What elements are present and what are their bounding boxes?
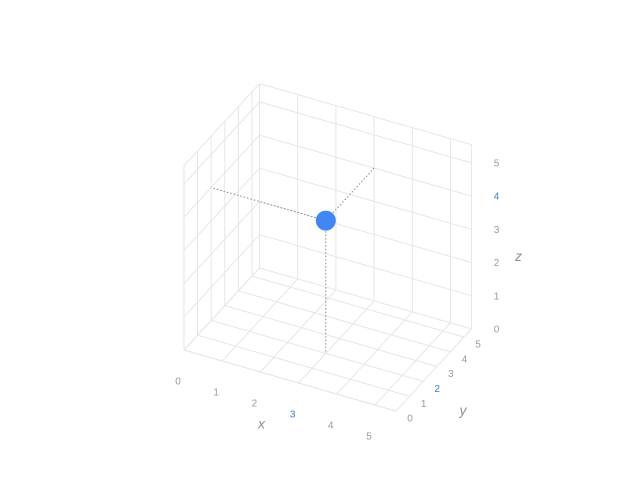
z-tick-label: 4 bbox=[494, 192, 500, 203]
grid-line bbox=[336, 311, 413, 395]
z-tick-label: 2 bbox=[494, 258, 500, 269]
z-tick-label: 0 bbox=[494, 325, 500, 336]
box-edge bbox=[259, 83, 472, 146]
x-tick-label: 2 bbox=[252, 399, 258, 410]
grid-line bbox=[374, 322, 451, 406]
x-axis-title: x bbox=[257, 416, 266, 432]
grid-layer bbox=[183, 83, 472, 412]
grid-line bbox=[183, 167, 260, 251]
points-layer bbox=[315, 210, 336, 231]
grid-line bbox=[259, 101, 472, 164]
z-axis-title: z bbox=[514, 248, 522, 264]
data-point[interactable] bbox=[315, 210, 336, 231]
grid-line bbox=[183, 267, 260, 351]
box-edge bbox=[395, 328, 472, 412]
x-tick-label: 5 bbox=[366, 432, 372, 443]
y-tick-label: 1 bbox=[421, 399, 427, 410]
grid-line bbox=[224, 305, 437, 368]
box-edge bbox=[183, 83, 260, 167]
grid-line bbox=[183, 134, 260, 218]
projection-lines bbox=[211, 167, 375, 354]
grid-line bbox=[259, 167, 472, 230]
grid-line bbox=[259, 234, 472, 297]
grid-line bbox=[260, 289, 337, 373]
z-tick-label: 5 bbox=[494, 159, 500, 170]
projection-line-x bbox=[211, 187, 326, 222]
y-tick-label: 0 bbox=[407, 414, 413, 425]
grid-line bbox=[259, 267, 472, 330]
grid-line bbox=[238, 290, 451, 353]
x-tick-label: 3 bbox=[290, 410, 296, 421]
z-tick-label: 1 bbox=[494, 291, 500, 302]
grid-line bbox=[251, 275, 465, 338]
y-tick-label: 4 bbox=[462, 355, 468, 366]
x-tick-label: 1 bbox=[213, 388, 219, 399]
projection-line-y bbox=[325, 167, 375, 221]
grid-line bbox=[298, 300, 375, 384]
x-tick-label: 4 bbox=[328, 421, 334, 432]
grid-line bbox=[197, 334, 410, 397]
y-tick-label: 5 bbox=[475, 340, 481, 351]
grid-line bbox=[211, 319, 424, 382]
y-tick-label: 2 bbox=[434, 384, 440, 395]
y-axis-title: y bbox=[459, 402, 468, 418]
z-tick-label: 3 bbox=[494, 225, 500, 236]
axis-titles: x y z bbox=[257, 248, 522, 432]
box-edge bbox=[183, 349, 397, 412]
grid-line bbox=[221, 278, 299, 362]
grid-line bbox=[183, 234, 260, 318]
grid-line bbox=[183, 101, 260, 185]
y-tick-label: 3 bbox=[448, 369, 454, 380]
grid-line bbox=[259, 134, 472, 197]
x-tick-label: 0 bbox=[175, 377, 181, 388]
grid-line bbox=[183, 201, 260, 284]
